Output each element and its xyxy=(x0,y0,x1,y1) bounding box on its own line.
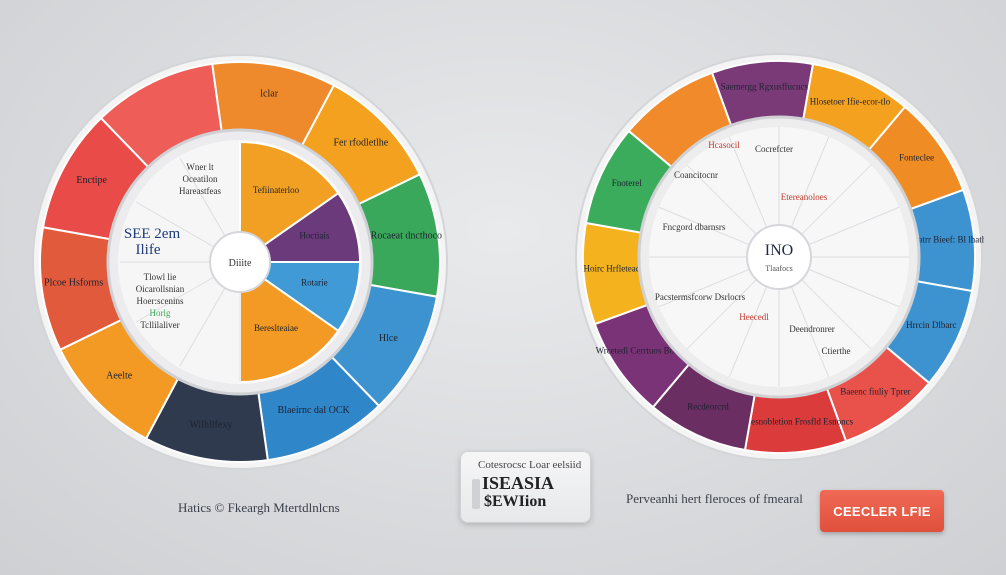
right-slice-label: Fnoterel xyxy=(612,178,642,188)
left-inner-note: Wner lt xyxy=(186,162,214,172)
card-line-2: ISEASIA xyxy=(482,473,555,493)
left-hub xyxy=(209,231,271,293)
right-inner-note: Ctierthe xyxy=(822,346,851,356)
right-inner-note: Hcasocil xyxy=(708,140,740,150)
left-lower-note: Hoer:scenins xyxy=(137,296,184,306)
right-slice-label: Saemergg Rgxusffucucs xyxy=(721,82,809,92)
left-slice-label: Enctipe xyxy=(76,175,107,186)
left-inner-slice-label: Bereslteaiae xyxy=(254,323,298,333)
right-slice-label: Hoirc Hrfleteac xyxy=(584,264,640,274)
left-slice-label: Hlce xyxy=(379,333,398,344)
right-slice-label: Hrrcin Dlbarc xyxy=(906,320,956,330)
card-accent-bar xyxy=(472,479,480,509)
cta-button[interactable]: CEECLER LFIE xyxy=(820,490,944,532)
left-hub-label: Diiite xyxy=(229,258,252,269)
right-inner-note: Heecedl xyxy=(739,312,769,322)
left-lower-note: Oicarollsnian xyxy=(136,284,185,294)
right-inner-note: Cocrefcter xyxy=(755,144,793,154)
card-line-1: Cotesrocsc Loar eelsiid xyxy=(478,459,582,471)
left-slice-label: Wilhllfexy xyxy=(189,419,232,430)
left-lower-note: Tcllilaliver xyxy=(140,320,179,330)
right-inner-note: Deendronrer xyxy=(789,324,834,334)
left-slice-label: Rocaeat dncthoco xyxy=(371,231,442,242)
left-caption: Hatics © Fkeargh Mtertdlnlcns xyxy=(178,500,340,515)
left-inner-note: Oceatilon xyxy=(183,174,218,184)
left-lower-note: Horlg xyxy=(150,308,171,318)
right-caption: Perveanhi hert fleroces of fmearal xyxy=(626,491,803,506)
card-line-3: $EWIion xyxy=(484,493,547,510)
right-inner-note: Coancitocnr xyxy=(674,170,718,180)
right-center-subtitle: Tlaafocs xyxy=(765,264,793,273)
left-slice-label: Plcoe Hsforms xyxy=(44,277,103,288)
right-inner-note: Etereanoloes xyxy=(781,192,828,202)
left-lower-note: Tlowl lie xyxy=(144,272,177,282)
right-slice-label: Fonteclee xyxy=(899,153,934,163)
right-center-title: INO xyxy=(765,242,793,259)
left-inner-slice-label: Rotarie xyxy=(301,277,328,287)
right-hub xyxy=(746,224,812,290)
left-center-title: SEE 2em xyxy=(124,226,181,242)
right-slice-label: Wrcetedl Cerrtuos Bonoe xyxy=(596,345,688,355)
right-slice-label: Recdeorcrd xyxy=(687,401,729,411)
right-slice-label: Hlosetoer Ifie-ecor-tlo xyxy=(810,97,891,107)
left-inner-slice-label: Tefiinaterloo xyxy=(253,185,300,195)
summary-card: Cotesrocsc Loar eelsiid ISEASIA $EWIion xyxy=(460,451,591,523)
left-inner-slice-label: Hoctiais xyxy=(299,231,329,241)
right-inner-note: Pacstermsfcorw Dsrlocrs xyxy=(655,292,746,302)
left-slice-label: Blaeirnc dal OCK xyxy=(278,405,351,416)
right-slice-label: Beatatrr Bieef: Bl lhathg xyxy=(902,234,984,244)
left-center-subtitle: Ilife xyxy=(136,242,161,258)
right-slice-label: Baeenc fiuliy Tprer xyxy=(840,387,910,397)
left-inner-note: Hareastfeas xyxy=(179,186,221,196)
left-slice-label: lclar xyxy=(260,89,278,100)
right-slice-label: Brnsesnobletion Frosfld Esnoncs xyxy=(734,416,853,426)
left-slice-label: Fer rfodletlhe xyxy=(333,137,388,148)
left-slice-label: Aeelte xyxy=(106,371,133,382)
right-inner-note: Fncgord dbarnsrs xyxy=(663,222,726,232)
